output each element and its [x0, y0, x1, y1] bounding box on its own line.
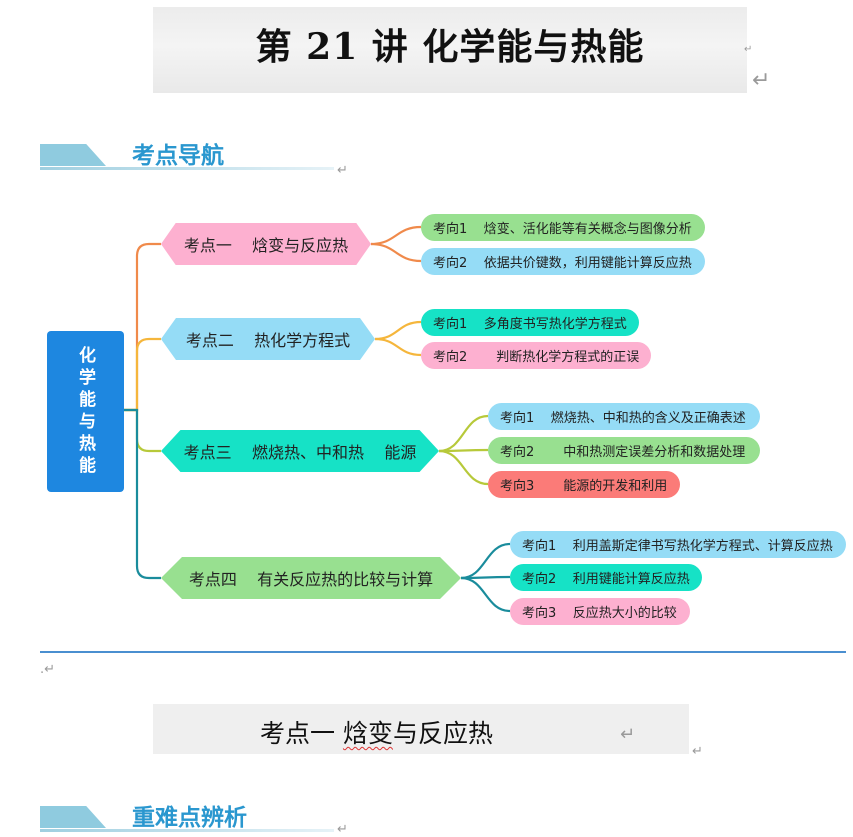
- leaf-connector: [438, 448, 489, 453]
- subtopic-item: 考向2 中和热测定误差分析和数据处理: [488, 437, 760, 464]
- subtopic-item: 考向3 反应热大小的比较: [510, 598, 690, 625]
- branch-connector: [124, 337, 161, 412]
- topic-node-3: 考点三 燃烧热、中和热 能源: [161, 430, 439, 472]
- subtopic-item: 考向1 燃烧热、中和热的含义及正确表述: [488, 403, 760, 430]
- subtopic-item: 考向2 依据共价键数，利用键能计算反应热: [421, 248, 705, 275]
- section-tab-shape: [40, 806, 106, 828]
- leaf-connector: [460, 575, 511, 580]
- paragraph-mark: ↵: [692, 744, 703, 759]
- paragraph-mark: ↵: [337, 163, 348, 178]
- branch-connector: [124, 242, 161, 412]
- subtitle-banner: [153, 704, 689, 754]
- branch-connector: [124, 408, 161, 580]
- leaf-connector: [370, 225, 422, 246]
- subtopic-item: 考向1 焓变、活化能等有关概念与图像分析: [421, 214, 705, 241]
- subtitle-text: 考点一 焓变与反应热: [260, 719, 493, 748]
- title-banner: [153, 7, 747, 93]
- subtopic-item: 考向2 判断热化学方程式的正误: [421, 342, 651, 369]
- page-title: 第 21 讲 化学能与热能: [255, 26, 645, 68]
- paragraph-mark: .↵: [40, 662, 56, 677]
- divider-line: [40, 651, 846, 653]
- subtopic-item: 考向1 利用盖斯定律书写热化学方程式、计算反应热: [510, 531, 846, 558]
- section-underline: [40, 167, 334, 170]
- section-title-analysis: 重难点辨析: [132, 805, 247, 831]
- mindmap-root: 化学能与热能: [47, 331, 124, 492]
- section-tab-shape: [40, 144, 106, 166]
- section-title-navigation: 考点导航: [132, 143, 224, 169]
- leaf-connector: [438, 414, 489, 453]
- leaf-connector: [370, 242, 422, 263]
- leaf-connector: [374, 337, 422, 357]
- leaf-connector: [460, 542, 511, 580]
- spellcheck-word: 焓变: [342, 719, 393, 748]
- subtopic-item: 考向1 多角度书写热化学方程式: [421, 309, 639, 336]
- topic-node-1: 考点一 焓变与反应热: [161, 223, 371, 265]
- return-icon: ↵: [752, 68, 771, 93]
- leaf-connector: [460, 576, 511, 613]
- subtopic-item: 考向3 能源的开发和利用: [488, 471, 680, 498]
- topic-node-2: 考点二 热化学方程式: [161, 318, 375, 360]
- return-icon: ↵: [620, 724, 636, 745]
- section-underline: [40, 829, 334, 832]
- subtopic-item: 考向2 利用键能计算反应热: [510, 564, 702, 591]
- leaf-connector: [374, 320, 422, 341]
- topic-node-4: 考点四 有关反应热的比较与计算: [161, 557, 461, 599]
- paragraph-mark: ↵: [744, 44, 753, 55]
- leaf-connector: [438, 449, 489, 486]
- paragraph-mark: ↵: [337, 822, 348, 837]
- branch-connector: [124, 408, 161, 453]
